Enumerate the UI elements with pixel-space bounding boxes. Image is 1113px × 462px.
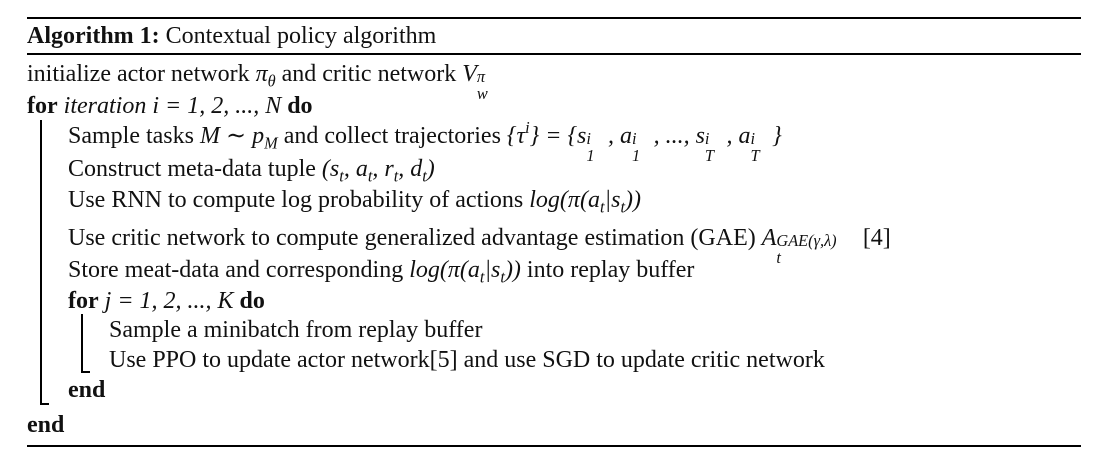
header-rule xyxy=(27,53,1081,55)
sample-text: Sample tasks xyxy=(68,123,194,149)
do-keyword: do xyxy=(287,93,313,119)
outer-block-tick xyxy=(40,403,49,405)
ppo-text: Use PPO to update actor network[5] and u… xyxy=(109,347,825,373)
inner-for-line: for j = 1, 2, ..., K do xyxy=(68,289,265,313)
ppo-line: Use PPO to update actor network[5] and u… xyxy=(109,348,825,372)
inner-range: j = 1, 2, ..., K xyxy=(104,288,234,314)
store-line: Store meat-data and corresponding log(π(… xyxy=(68,257,695,287)
iteration-word: iteration xyxy=(63,93,147,119)
algorithm-title: Contextual policy algorithm xyxy=(165,23,437,49)
sample-tasks-line: Sample tasks M ∼ pM and collect trajecto… xyxy=(68,118,782,165)
iteration-range: i = 1, 2, ..., N xyxy=(152,93,282,119)
inner-do-keyword: do xyxy=(239,288,265,314)
outer-end-line: end xyxy=(27,412,65,438)
critic-line: Use critic network to compute generalize… xyxy=(68,225,891,267)
rnn-line: Use RNN to compute log probability of ac… xyxy=(68,187,641,217)
init-text: initialize actor network xyxy=(27,61,250,87)
minibatch-line: Sample a minibatch from replay buffer xyxy=(109,318,482,342)
collect-text: and collect trajectories xyxy=(283,123,501,149)
inner-for-keyword: for xyxy=(68,288,99,314)
meta-tuple: (st, at, rt, dt) xyxy=(321,156,435,186)
init-line: initialize actor network πθ and critic n… xyxy=(27,61,499,103)
algorithm-label: Algorithm 1: xyxy=(27,23,160,49)
minibatch-text: Sample a minibatch from replay buffer xyxy=(109,317,483,343)
citation-4: [4] xyxy=(862,225,891,251)
task-distribution: M ∼ pM xyxy=(200,123,278,153)
log-prob-expression: log(π(at|st)) xyxy=(529,187,641,217)
store-log-prob: log(π(at|st)) xyxy=(409,257,521,287)
outer-block-bar xyxy=(40,120,42,404)
bottom-rule xyxy=(27,445,1081,447)
inner-block-bar xyxy=(81,314,83,372)
construct-text: Construct meta-data tuple xyxy=(68,156,316,182)
store-tail-text: into replay buffer xyxy=(526,257,695,283)
critic-text: Use critic network to compute generalize… xyxy=(68,225,756,251)
for-keyword: for xyxy=(27,93,58,119)
top-rule xyxy=(27,17,1081,19)
init-and-text: and critic network xyxy=(281,61,457,87)
inner-end-line: end xyxy=(68,377,106,403)
algorithm-caption: Algorithm 1: Contextual policy algorithm xyxy=(27,24,436,48)
inner-block-tick xyxy=(81,371,90,373)
outer-for-line: for iteration i = 1, 2, ..., N do xyxy=(27,94,313,118)
construct-line: Construct meta-data tuple (st, at, rt, d… xyxy=(68,156,435,186)
actor-symbol: πθ xyxy=(255,61,276,91)
rnn-text: Use RNN to compute log probability of ac… xyxy=(68,187,524,213)
store-text: Store meat-data and corresponding xyxy=(68,257,404,283)
